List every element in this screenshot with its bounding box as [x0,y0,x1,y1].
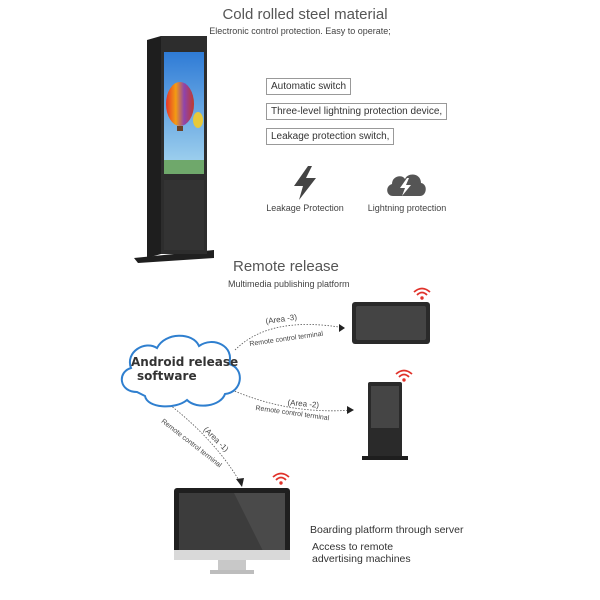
standing-kiosk-device [362,382,408,460]
cloud-label-line1: Android release [131,355,239,369]
cloud-shape [121,334,241,408]
page-subtitle: Electronic control protection. Easy to o… [209,26,391,36]
section-title: Remote release [233,258,339,275]
wifi-icon-area-2 [395,369,413,382]
remote-access-text-line2: advertising machines [312,553,411,565]
feature-lightning-device: Three-level lightning protection device, [266,103,448,120]
feature-leakage-switch: Leakage protection switch, [266,128,395,145]
section-subtitle: Multimedia publishing platform [228,279,350,289]
remote-access-text-line1: Access to remote [312,541,394,553]
wall-screen-device [352,302,430,344]
lightning-bolt-icon [294,166,316,200]
desktop-monitor-device [174,488,290,574]
leakage-protection-label: Leakage Protection [266,203,344,213]
feature-automatic-switch: Automatic switch [266,78,352,95]
cloud-label-line2: software [137,369,197,383]
lightning-protection-label: Lightning protection [367,203,447,213]
wifi-icon-area-3 [413,287,431,300]
cloud-lightning-icon [387,174,426,196]
page-title: Cold rolled steel material [222,6,388,23]
wifi-icon-area-1 [272,472,290,485]
server-platform-text: Boarding platform through server [310,524,464,536]
